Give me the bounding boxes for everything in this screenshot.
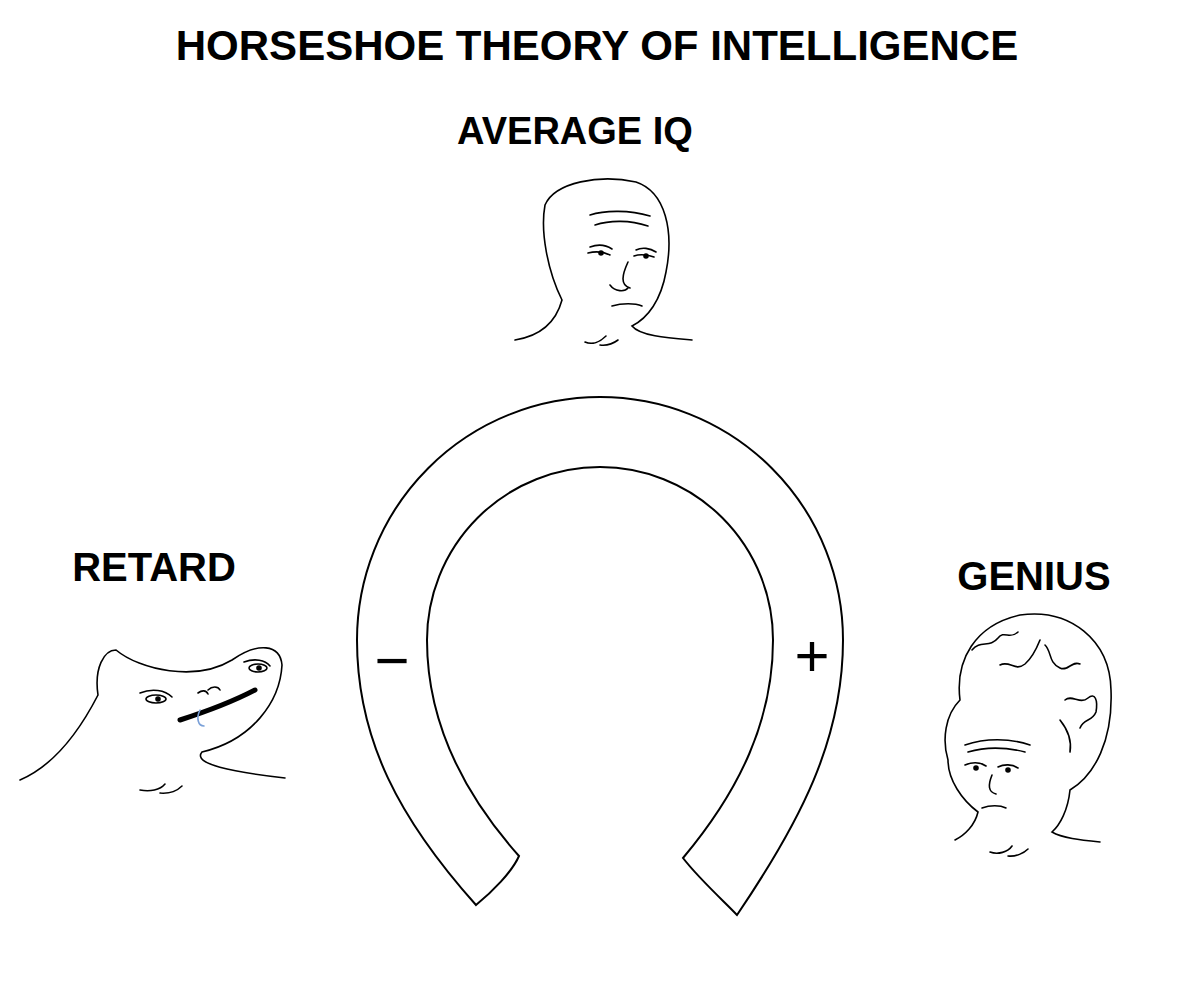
face-label: AVERAGE IQ bbox=[457, 112, 693, 150]
face-label: GENIUS bbox=[957, 556, 1110, 596]
sign-mark: + bbox=[794, 626, 829, 686]
face-label: RETARD bbox=[72, 547, 236, 587]
average-face bbox=[515, 179, 692, 345]
genius-face bbox=[945, 614, 1111, 856]
diagram-title: HORSESHOE THEORY OF INTELLIGENCE bbox=[176, 25, 1018, 67]
horseshoe bbox=[357, 397, 843, 915]
brainlet-face bbox=[20, 648, 285, 793]
sign-mark: − bbox=[374, 631, 409, 691]
